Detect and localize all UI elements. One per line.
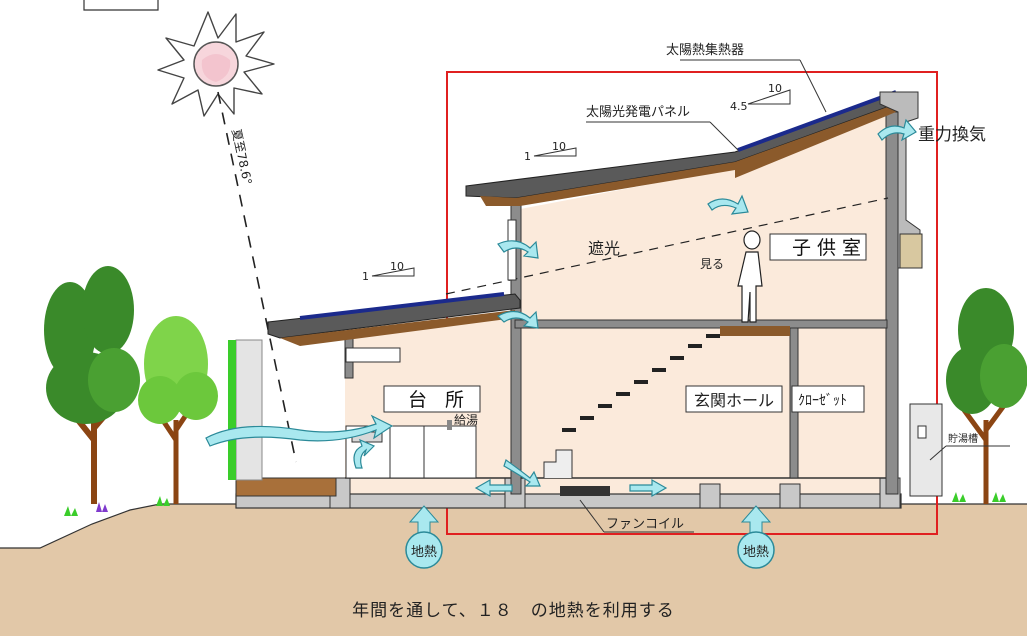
person-figure	[737, 230, 763, 323]
view-label: 見る	[700, 257, 724, 271]
sun-ray-line	[217, 91, 297, 463]
slope-indicator-middle: 1 10	[524, 140, 577, 163]
hot-water-supply-label: 給湯	[454, 413, 478, 427]
shading-label: 遮光	[588, 239, 620, 258]
caption: 年間を通して、１８ の地熱を利用する	[352, 601, 675, 621]
kids-room-box	[769, 233, 867, 261]
shading-line	[445, 197, 889, 295]
frame-fragment	[83, 0, 159, 11]
closet-label: ｸﾛｰｾﾞｯﾄ	[798, 393, 847, 409]
geothermal-arrow-left-icon	[405, 505, 443, 569]
hot-water-tank-label: 貯湯槽	[948, 432, 978, 445]
geothermal-arrow-right-icon	[737, 505, 775, 569]
clerestory-window	[507, 219, 517, 281]
airflow-arrows	[205, 118, 917, 498]
staircase	[543, 326, 790, 478]
vent-box	[879, 91, 923, 269]
grass	[64, 492, 1006, 516]
pv-panel-lower	[299, 292, 505, 320]
svg-text:1: 1	[524, 150, 531, 163]
geothermal-right-label: 地熱	[743, 545, 769, 560]
terrace	[228, 339, 337, 497]
kitchen-box	[383, 385, 481, 413]
svg-text:10: 10	[390, 260, 404, 273]
svg-text:10: 10	[552, 140, 566, 153]
kitchen-label: 台 所	[408, 389, 470, 411]
fan-coil-label: ファンコイル	[606, 517, 684, 532]
solar-collector	[737, 90, 897, 152]
summer-solstice-label: 夏至78.6°	[229, 128, 254, 186]
slope-indicator-lower: 1 10	[362, 260, 415, 283]
kids-room-label: 子供室	[792, 237, 867, 259]
entrance-hall-box	[685, 385, 783, 413]
tree-middle-icon	[138, 316, 218, 504]
solar-collector-label: 太陽熱集熱器	[666, 42, 744, 58]
gravity-vent-label: 重力換気	[918, 125, 986, 145]
sun-icon	[157, 11, 275, 117]
fan-coil-unit	[560, 486, 610, 496]
entrance-hall-label: 玄関ホール	[694, 391, 774, 410]
svg-text:1: 1	[362, 270, 369, 283]
hot-water-tank	[909, 403, 943, 497]
slope-indicator-top: 4.5 10	[730, 82, 791, 113]
geothermal-left-label: 地熱	[411, 545, 437, 560]
svg-text:10: 10	[768, 82, 782, 95]
ground	[0, 504, 1027, 636]
tree-left-icon	[44, 266, 140, 504]
pv-panel-label: 太陽光発電パネル	[586, 105, 690, 120]
svg-text:4.5: 4.5	[730, 100, 748, 113]
lower-roof	[267, 292, 521, 346]
tree-right-icon	[946, 288, 1027, 504]
closet-box	[791, 385, 865, 413]
